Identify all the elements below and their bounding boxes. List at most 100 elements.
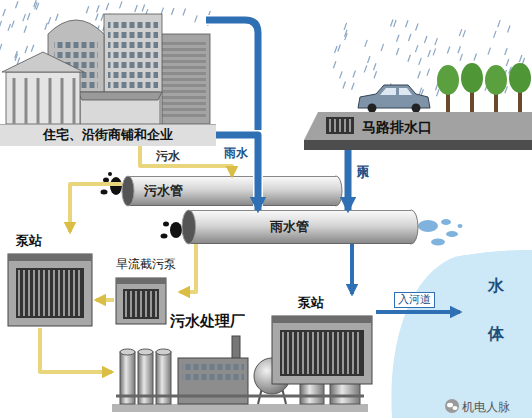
rain-drop (31, 45, 34, 52)
storm-splash-left (161, 222, 183, 239)
rain-drop (27, 13, 30, 20)
rain-drop (101, 14, 104, 21)
rain-drop (458, 46, 461, 53)
rain-drop (419, 58, 422, 65)
silo-top (120, 349, 135, 355)
grill-bar (155, 291, 157, 317)
rain-drop (340, 71, 343, 78)
rain-flow-start (206, 20, 258, 136)
rain-drop (373, 63, 376, 70)
grill-bar (302, 332, 304, 374)
band-edge (0, 124, 216, 125)
band-fill (0, 124, 216, 146)
pipe-body (128, 176, 336, 206)
rain-drop (427, 69, 430, 76)
pipe-edge (189, 210, 411, 211)
rain-drop (506, 59, 509, 66)
flow-connector-group (140, 146, 232, 176)
road-drain: 马路排水口 (304, 112, 532, 150)
rain-drop (0, 44, 2, 51)
hall-windows (182, 364, 244, 384)
tank-cap (272, 316, 372, 323)
road-top (304, 112, 532, 140)
flow-connector-group (180, 244, 196, 292)
grill-bar (53, 270, 55, 316)
grill-bar (38, 270, 40, 316)
tank-cap (8, 254, 92, 261)
grill-bar (18, 270, 20, 316)
grill-bar (63, 270, 65, 316)
rain-drop (418, 71, 421, 78)
grill-bar (357, 332, 359, 374)
rain-drop (338, 45, 341, 52)
rain-drop (460, 54, 463, 61)
grill-bar (317, 332, 319, 374)
rain-drop (433, 48, 436, 55)
grill-bar (140, 291, 142, 317)
grill-bar (292, 332, 294, 374)
pump-station: 泵站 (268, 294, 376, 386)
connector-casing (343, 150, 353, 210)
tank-body (272, 316, 372, 384)
rain-drop (15, 1, 18, 8)
pipe-edge (128, 205, 336, 206)
rain-drop (45, 23, 48, 30)
rain-drop (381, 44, 384, 51)
outfall-splash (418, 219, 463, 246)
rain-drop (161, 8, 164, 15)
rain-drop (364, 65, 367, 72)
node-text: 马路排水口 (362, 120, 432, 135)
rain-drop (463, 30, 466, 37)
rain-drop (15, 54, 18, 61)
flow-arrow (216, 135, 258, 210)
rain-drop (406, 20, 409, 27)
flow-connector-group (376, 312, 460, 313)
grill-bar (307, 332, 309, 374)
flow-arrow (70, 184, 122, 232)
rain-drop (183, 8, 186, 15)
grill-bar (150, 291, 152, 317)
grill-bar (33, 270, 35, 316)
rain-drop (3, 9, 6, 16)
rain-drop (498, 20, 501, 27)
flow-connector-group (216, 135, 258, 210)
watermark-icon (445, 399, 459, 413)
grill-bar (135, 291, 137, 317)
road-front (304, 140, 532, 150)
pipe-opening (122, 176, 134, 206)
rain-drop (397, 35, 400, 42)
rain-drop (335, 46, 338, 53)
rain-drop (344, 23, 347, 30)
water-fill (460, 250, 532, 418)
rain-drop (34, 0, 37, 7)
rain-drop (333, 61, 336, 68)
rain-drop (447, 46, 450, 53)
flow-label: 污水 (156, 150, 180, 163)
building-band: 住宅、沿街商铺和企业 (0, 124, 216, 146)
grill-bar (337, 332, 339, 374)
grill-bar (43, 270, 45, 316)
rain-drop (396, 48, 399, 55)
rain-drop (0, 21, 2, 28)
flow-connector-group (70, 184, 122, 232)
grate-bar (349, 119, 351, 132)
rain-drop (365, 40, 368, 47)
car (358, 85, 430, 113)
pump-body (116, 278, 166, 324)
grill-bar (28, 270, 30, 316)
flow-arrow (40, 328, 112, 372)
grill-bar (130, 291, 132, 317)
rain-drop (374, 71, 377, 78)
rain-drop (12, 21, 15, 28)
grill-bar (58, 270, 60, 316)
node-text: 污水管 (144, 184, 183, 198)
tank-body (8, 254, 92, 326)
rain-drop (390, 20, 393, 27)
flow-label: 入河道 (394, 292, 435, 308)
flow-arrow (140, 146, 232, 176)
drain-grate (326, 117, 354, 134)
rain-drop (353, 70, 356, 77)
rain-drop (171, 8, 174, 15)
